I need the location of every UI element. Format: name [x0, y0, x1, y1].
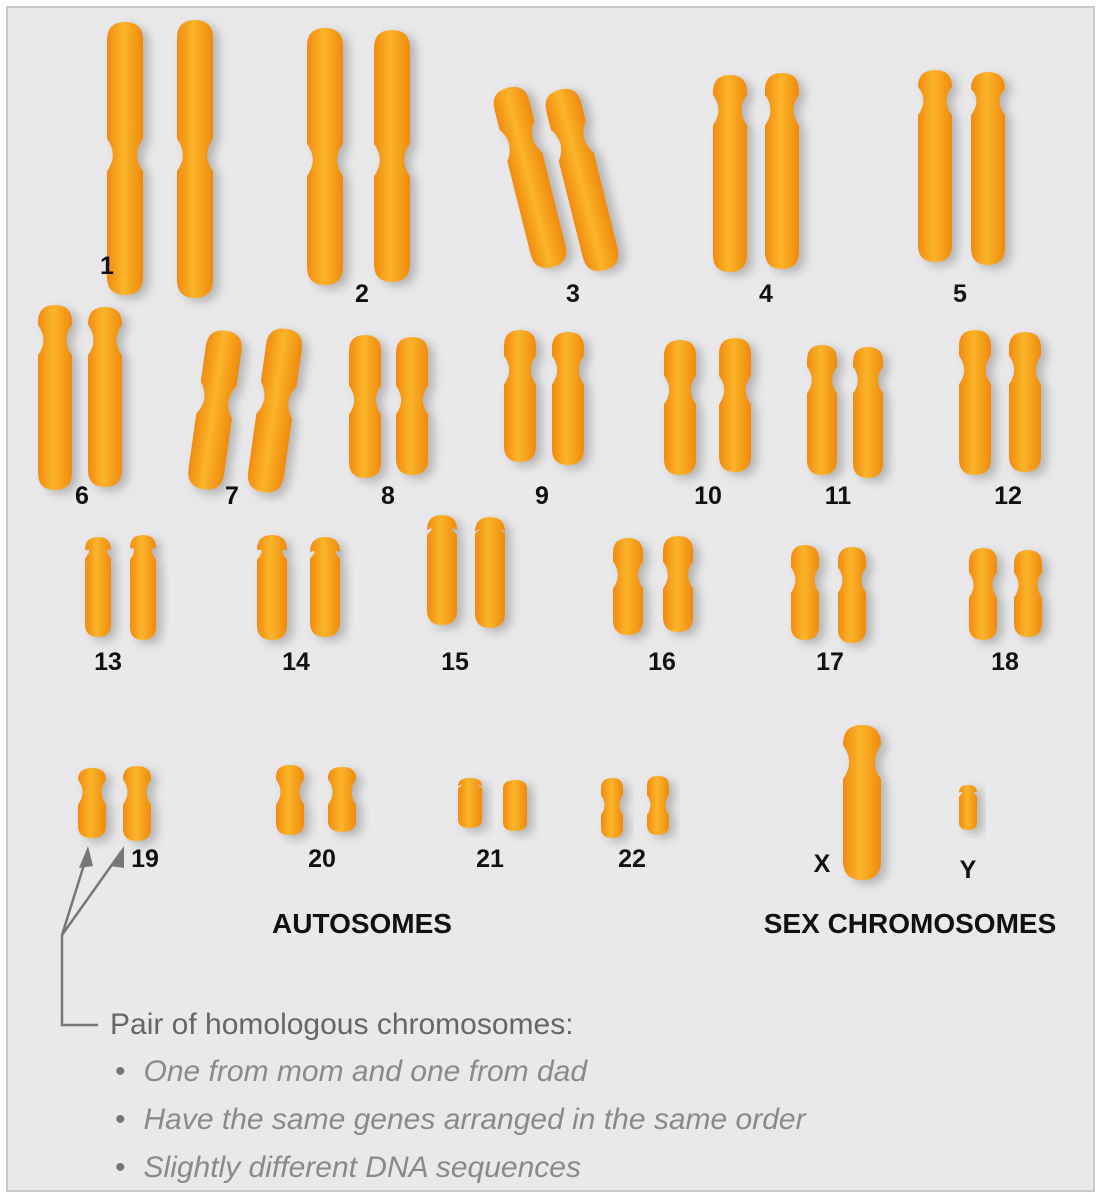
pair-label-22: 22: [618, 845, 646, 873]
chromosome-12-a: [959, 330, 991, 475]
legend-bullet: •Slightly different DNA sequences: [115, 1151, 581, 1184]
chromosome-10-a: [664, 340, 696, 475]
chromosome-21-a: [458, 778, 482, 828]
chromosome-20-b: [328, 767, 356, 832]
pair-label-9: 9: [535, 482, 549, 510]
arrow-head-icon: [79, 846, 93, 868]
chromosome-5-a: [918, 70, 952, 262]
chromosome-6-b: [88, 307, 122, 487]
pair-label-19: 19: [131, 845, 159, 873]
pair-label-16: 16: [648, 648, 676, 676]
pair-label-2: 2: [355, 280, 369, 308]
chromosome-3-a: [493, 86, 567, 269]
bullet-icon: •: [115, 1103, 126, 1136]
chromosome-8-a: [349, 335, 381, 478]
chromosome-4-b: [765, 73, 799, 269]
chromosome-5-b: [971, 72, 1005, 265]
chromosome-7-b: [247, 328, 303, 493]
y-chromosome-label: Y: [959, 856, 977, 884]
pair-label-21: 21: [476, 845, 504, 873]
chromosome-13-a: [85, 537, 111, 637]
chromosome-18-b: [1014, 550, 1042, 637]
legend-bullet: •Have the same genes arranged in the sam…: [115, 1103, 806, 1136]
chromosome-15-b: [475, 517, 505, 628]
x-chromosome: [843, 725, 881, 880]
chromosome-11-a: [807, 345, 837, 475]
pair-label-15: 15: [441, 648, 469, 676]
chromosome-15-a: [427, 515, 457, 625]
chromosome-11-b: [853, 347, 883, 478]
chromosome-9-b: [552, 332, 584, 465]
chromosome-20-a: [276, 765, 304, 835]
chromosome-7-a: [188, 330, 242, 490]
pair-label-12: 12: [994, 482, 1022, 510]
chromosome-17-b: [838, 547, 866, 643]
legend-bullet: •One from mom and one from dad: [115, 1055, 588, 1088]
pair-label-11: 11: [824, 482, 852, 510]
pair-label-4: 4: [759, 280, 773, 308]
pair-label-17: 17: [816, 648, 844, 676]
chromosome-4-a: [713, 75, 747, 272]
homologous-pair-arrows: [60, 846, 124, 1027]
x-chromosome-label: X: [813, 850, 831, 878]
pair-label-1: 1: [100, 252, 114, 280]
sex-chromosomes-label: SEX CHROMOSOMES: [763, 908, 1057, 939]
chromosome-19-b: [123, 766, 151, 841]
chromosome-8-b: [396, 337, 428, 475]
chromosome-18-a: [969, 548, 997, 640]
pair-label-18: 18: [991, 648, 1019, 676]
chromosome-3-b: [545, 88, 619, 272]
pair-label-20: 20: [308, 845, 336, 873]
pair-label-8: 8: [381, 482, 395, 510]
pair-label-6: 6: [75, 482, 89, 510]
chromosome-22-a: [601, 778, 623, 838]
y-chromosome: [959, 785, 977, 830]
chromosome-14-b: [310, 537, 340, 637]
chromosome-12-b: [1009, 332, 1041, 472]
chromosome-16-b: [663, 536, 693, 632]
chromosome-2-a: [307, 28, 343, 285]
chromosome-19-a: [78, 768, 106, 838]
legend-title: Pair of homologous chromosomes:: [110, 1008, 574, 1041]
autosomes-label: AUTOSOMES: [272, 908, 452, 939]
chromosome-13-b: [130, 535, 156, 640]
pair-label-13: 13: [94, 648, 122, 676]
chromosome-1-b: [177, 20, 213, 298]
chromosome-22-b: [647, 776, 669, 835]
chromosome-10-b: [719, 338, 751, 472]
pair-label-3: 3: [566, 280, 580, 308]
arrow-head-icon: [110, 846, 124, 868]
chromosome-6-a: [38, 305, 72, 490]
pair-label-5: 5: [953, 280, 967, 308]
pair-label-7: 7: [225, 482, 239, 510]
bullet-icon: •: [115, 1151, 126, 1184]
arrow-line-left: [60, 851, 98, 1027]
chromosome-1-a: [107, 22, 143, 295]
chromosome-17-a: [791, 545, 819, 640]
chromosome-16-a: [613, 538, 643, 635]
chromosome-21-b: [503, 780, 527, 831]
chromosome-14-a: [257, 535, 287, 640]
pair-label-10: 10: [694, 482, 722, 510]
bullet-icon: •: [115, 1055, 126, 1088]
pair-label-14: 14: [282, 648, 310, 676]
chromosome-9-a: [504, 330, 536, 462]
chromosome-2-b: [374, 30, 410, 282]
